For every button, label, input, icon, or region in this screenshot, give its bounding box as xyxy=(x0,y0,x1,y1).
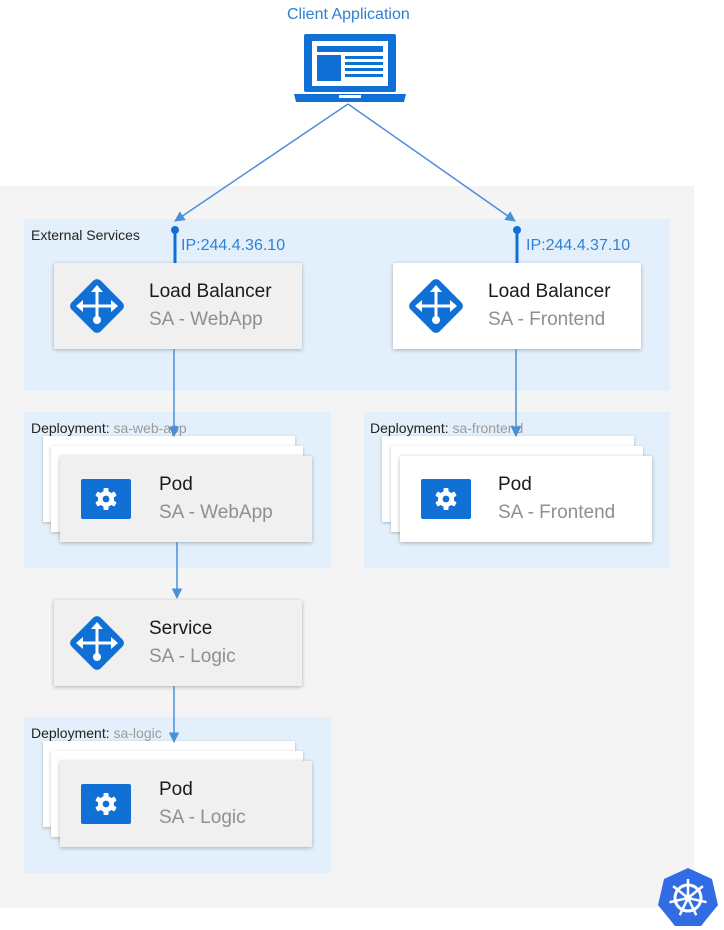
load-balancer-icon xyxy=(409,279,463,333)
ip-webapp: IP:244.4.36.10 xyxy=(181,237,286,254)
card-title: Load Balancer xyxy=(488,281,611,302)
kubernetes-icon xyxy=(658,868,718,926)
gear-icon xyxy=(81,479,131,519)
pod-webapp-card[interactable]: Pod SA - WebApp xyxy=(60,456,312,542)
card-subtitle: SA - Frontend xyxy=(488,309,606,330)
load-balancer-icon xyxy=(70,616,124,670)
service-logic-card[interactable]: Service SA - Logic xyxy=(54,600,302,686)
gear-icon xyxy=(81,784,131,824)
card-title: Pod xyxy=(159,779,193,800)
pod-logic-card[interactable]: Pod SA - Logic xyxy=(60,761,312,847)
external-services-label: External Services xyxy=(31,227,140,243)
card-subtitle: SA - Logic xyxy=(149,646,236,667)
deployment-webapp-label: Deployment: sa-web-app xyxy=(31,420,187,436)
card-title: Load Balancer xyxy=(149,281,272,302)
card-subtitle: SA - WebApp xyxy=(159,502,273,523)
card-subtitle: SA - Frontend xyxy=(498,502,616,523)
ip-frontend: IP:244.4.37.10 xyxy=(526,237,631,254)
card-title: Service xyxy=(149,618,213,639)
card-subtitle: SA - WebApp xyxy=(149,309,263,330)
arrow-client-to-lb-frontend xyxy=(347,103,516,222)
card-subtitle: SA - Logic xyxy=(159,807,246,828)
client-application-label: Client Application xyxy=(287,6,410,23)
ip-pin-frontend xyxy=(513,226,521,263)
card-title: Pod xyxy=(159,474,193,495)
pod-frontend-card[interactable]: Pod SA - Frontend xyxy=(400,456,652,542)
arrow-client-to-lb-webapp xyxy=(174,103,349,222)
card-title: Pod xyxy=(498,474,532,495)
load-balancer-webapp-card[interactable]: Load Balancer SA - WebApp xyxy=(54,263,302,349)
laptop-icon xyxy=(294,34,406,102)
gear-icon xyxy=(421,479,471,519)
ip-pin-webapp xyxy=(171,226,179,263)
deployment-frontend-label: Deployment: sa-frontend xyxy=(370,420,524,436)
load-balancer-frontend-card[interactable]: Load Balancer SA - Frontend xyxy=(393,263,641,349)
deployment-logic-label: Deployment: sa-logic xyxy=(31,725,162,741)
load-balancer-icon xyxy=(70,279,124,333)
